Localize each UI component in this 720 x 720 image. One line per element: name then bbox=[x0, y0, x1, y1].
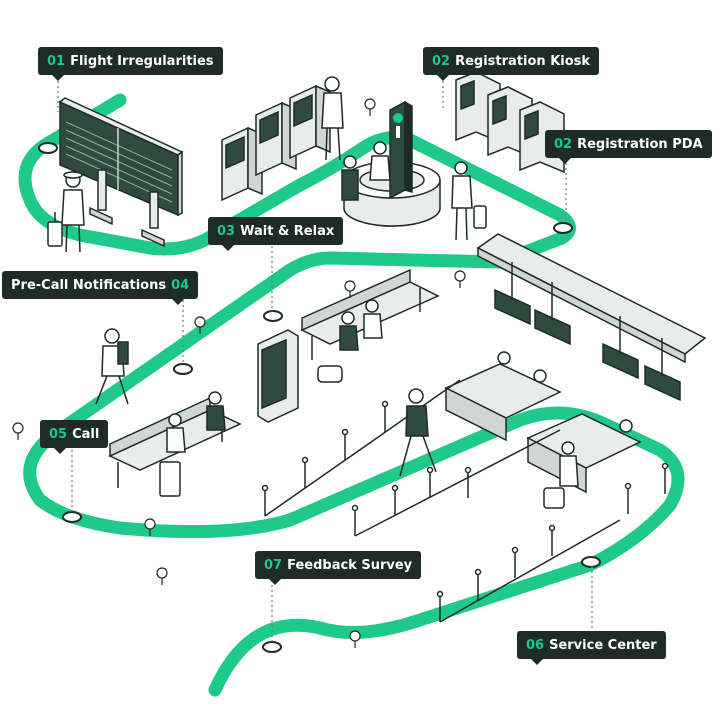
location-pin-icon bbox=[344, 280, 356, 298]
label-wait-relax: 03 Wait & Relax bbox=[208, 217, 344, 251]
step-text: Feedback Survey bbox=[287, 557, 413, 573]
step-text: Wait & Relax bbox=[240, 223, 335, 239]
label-pre-call-notifications: 04 Pre-Call Notifications bbox=[2, 271, 199, 305]
step-text: Registration Kiosk bbox=[455, 53, 591, 69]
walking-traveler bbox=[95, 328, 129, 405]
flight-information-board bbox=[58, 97, 184, 248]
step-number: 04 bbox=[171, 277, 190, 293]
information-desk bbox=[341, 100, 441, 227]
step-number: 06 bbox=[526, 637, 545, 653]
step-text: Registration PDA bbox=[577, 136, 703, 152]
service-counters bbox=[444, 351, 642, 509]
waypoints bbox=[38, 142, 601, 653]
traveler-right bbox=[451, 161, 487, 241]
location-pin-icon bbox=[144, 518, 156, 536]
step-text: Pre-Call Notifications bbox=[11, 277, 167, 293]
step-text: Call bbox=[72, 426, 100, 442]
location-pin-icon bbox=[194, 316, 206, 334]
queue-stanchions bbox=[261, 379, 669, 623]
location-pin-icon bbox=[454, 270, 466, 288]
location-pins bbox=[12, 98, 466, 648]
step-number: 03 bbox=[217, 223, 236, 239]
label-feedback-survey: 07 Feedback Survey bbox=[255, 551, 422, 585]
label-registration-pda: 02 Registration PDA bbox=[545, 130, 712, 164]
step-number: 02 bbox=[432, 53, 451, 69]
label-registration-kiosk: 02 Registration Kiosk bbox=[423, 47, 600, 81]
waiting-seats-lower bbox=[108, 391, 242, 497]
step-number: 07 bbox=[264, 557, 283, 573]
leader-lines bbox=[57, 76, 593, 642]
journey-path bbox=[18, 93, 685, 697]
location-pin-icon bbox=[349, 630, 361, 648]
label-flight-irregularities: 01 Flight Irregularities bbox=[38, 47, 223, 81]
traveler-with-suitcase bbox=[47, 171, 85, 253]
queue-walker bbox=[399, 388, 437, 477]
location-pin-icon bbox=[364, 98, 376, 116]
label-call: 05 Call bbox=[40, 420, 109, 454]
step-text: Service Center bbox=[549, 637, 657, 653]
information-icon bbox=[393, 113, 403, 123]
step-number: 05 bbox=[49, 426, 68, 442]
step-text: Flight Irregularities bbox=[70, 53, 214, 69]
gate-canopy bbox=[476, 233, 707, 402]
registration-kiosks-left bbox=[221, 76, 344, 202]
location-pin-icon bbox=[156, 567, 168, 585]
step-number: 02 bbox=[554, 136, 573, 152]
location-pin-icon bbox=[12, 422, 24, 440]
step-number: 01 bbox=[47, 53, 66, 69]
label-service-center: 06 Service Center bbox=[517, 631, 666, 665]
waiting-seats-upper bbox=[300, 268, 440, 383]
information-stand bbox=[257, 329, 299, 423]
